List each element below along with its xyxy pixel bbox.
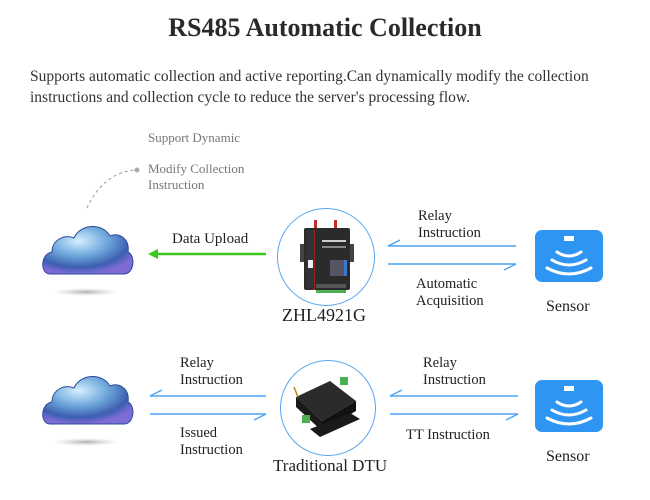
relay-label-line2: Instruction: [418, 225, 481, 241]
relay-right-line2: Instruction: [423, 372, 486, 388]
tt-arrow-bottom-right: [390, 413, 519, 421]
note-line-3: Instruction: [148, 177, 205, 192]
relay-arrow-bottom-right: [389, 389, 518, 397]
tt-instruction-label: TT Instruction: [406, 427, 490, 443]
cloud-icon: [42, 226, 134, 296]
note-line-2: Modify Collection: [148, 161, 245, 176]
sensor-icon-bottom: [535, 380, 603, 432]
page-title: RS485 Automatic Collection: [168, 13, 482, 42]
acquisition-label-line2: Acquisition: [416, 293, 484, 309]
data-upload-label: Data Upload: [172, 231, 249, 247]
traditional-dtu-image: [293, 377, 360, 437]
relay-right-line1: Relay: [423, 355, 457, 371]
cloud-icon-bottom: [42, 376, 134, 446]
sensor-icon: [535, 230, 603, 282]
acquisition-arrow-top: [388, 263, 517, 271]
relay-left-line1: Relay: [180, 355, 214, 371]
issued-line1: Issued: [180, 425, 218, 441]
issued-arrow-bottom-left: [150, 413, 267, 421]
sensor-label-bottom: Sensor: [546, 448, 590, 465]
description: Supports automatic collection and active…: [30, 68, 589, 106]
sensor-label-top: Sensor: [546, 298, 590, 315]
zhl4921g-device-image: [300, 220, 354, 293]
relay-label-line1: Relay: [418, 208, 452, 224]
data-upload-arrow: [148, 249, 266, 259]
device-label-traditional-dtu: Traditional DTU: [273, 456, 388, 475]
issued-line2: Instruction: [180, 442, 243, 458]
relay-arrow-top: [387, 239, 516, 247]
device-label-zhl4921g: ZHL4921G: [282, 305, 366, 325]
relay-left-line2: Instruction: [180, 372, 243, 388]
relay-arrow-bottom-left: [149, 389, 266, 397]
note-line-1: Support Dynamic: [148, 130, 241, 145]
acquisition-label-line1: Automatic: [416, 276, 478, 292]
